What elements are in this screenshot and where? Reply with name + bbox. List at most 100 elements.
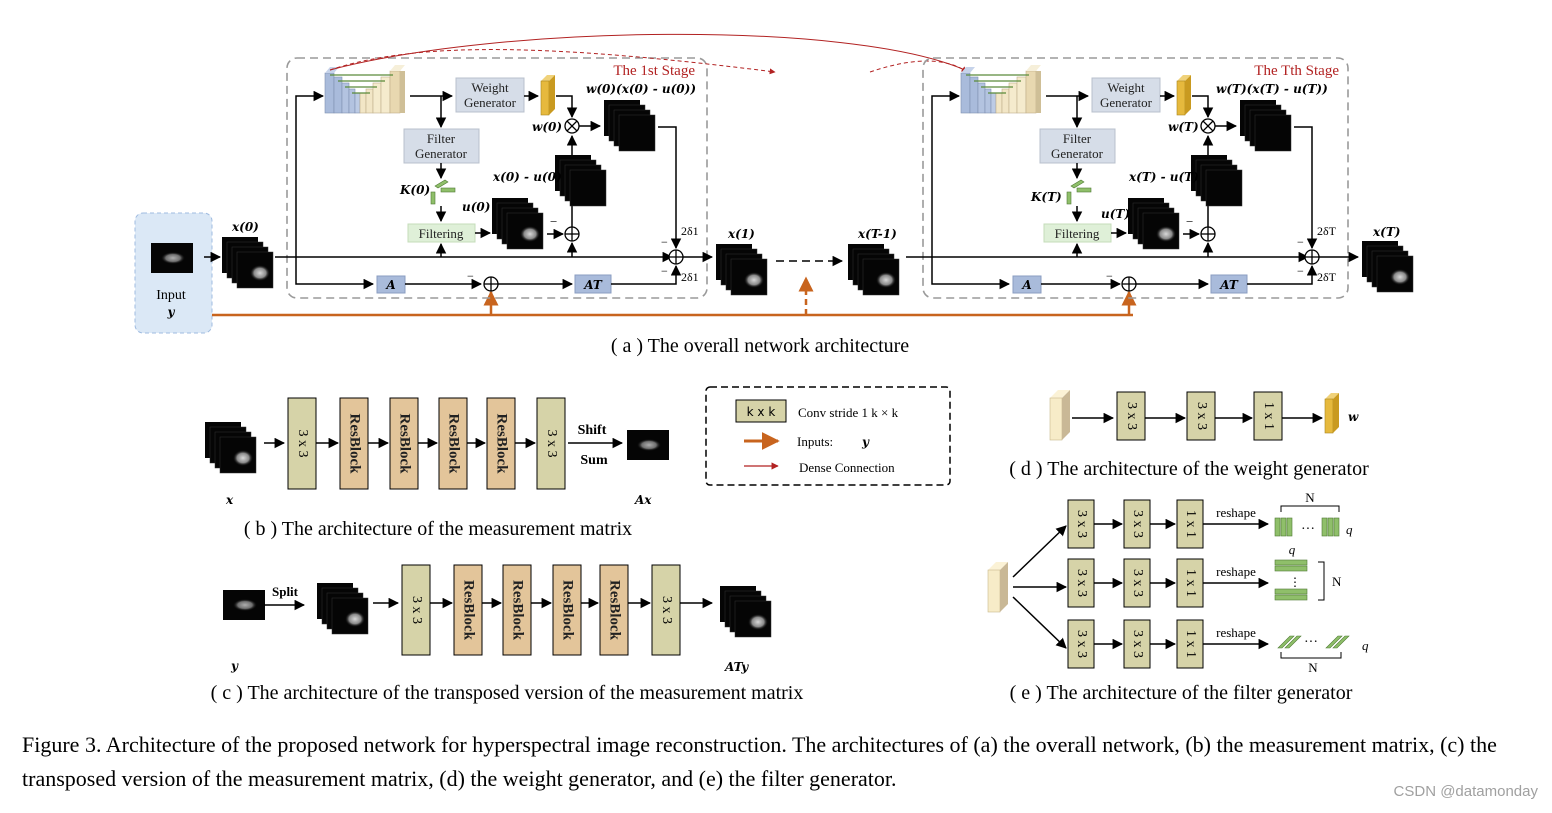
block-resblock: ResBlock [599,564,629,656]
svg-text:u(T): u(T) [1101,207,1130,221]
svg-text:···: ··· [1304,635,1318,650]
svg-text:3 x 3: 3 x 3 [409,596,424,624]
svg-text:−: − [1297,235,1304,249]
svg-text:2δ1: 2δ1 [681,224,699,238]
block-resblock: ResBlock [339,397,369,490]
block-conv: 3 x 3 [1067,499,1095,549]
svg-text:−: − [550,214,557,229]
block-conv: 3 x 3 [1067,558,1095,608]
svg-text:AT: AT [583,278,603,292]
svg-text:3 x 3: 3 x 3 [1130,510,1145,538]
panel-a-caption: ( a ) The overall network architecture [611,335,909,357]
svg-text:3 x 3: 3 x 3 [295,430,310,458]
architecture-figure: Input y x(0) The 1st Stage Weight Genera… [134,33,1552,704]
svg-text:AT: AT [1219,278,1239,292]
watermark: CSDN @datamonday [1393,783,1538,800]
svg-text:Generator: Generator [1051,146,1104,161]
block-conv: 3 x 3 [1186,391,1216,441]
legend: k x k Conv stride 1 k × k Inputs: y Dens… [705,386,951,486]
input-symbol: y [167,305,176,319]
svg-text:x(T-1): x(T-1) [857,227,897,241]
svg-text:3 x 3: 3 x 3 [1194,402,1209,430]
panel-a: Input y x(0) The 1st Stage Weight Genera… [134,33,1413,357]
svg-text:−: − [1106,269,1113,283]
block-resblock: ResBlock [552,564,582,656]
w-vector-icon [1324,392,1340,434]
stage-T-title: The Tth Stage [1254,63,1339,79]
svg-text:ResBlock: ResBlock [347,414,363,475]
reshape-label: reshape [1216,505,1256,520]
filter-output-1: ··· N q [1274,490,1353,537]
block-conv: 3 x 3 [1123,558,1151,608]
svg-text:x(0) - u(0): x(0) - u(0) [492,170,562,184]
filter-output-3: ··· N q [1277,635,1369,675]
svg-text:Shift: Shift [578,423,607,438]
xT-1-image-stack [848,244,899,295]
block-conv: 1 x 1 [1176,499,1204,549]
svg-text:ResBlock: ResBlock [560,580,576,641]
reshape-label: reshape [1216,564,1256,579]
panel-b-caption: ( b ) The architecture of the measuremen… [244,518,632,540]
legend-conv-swatch [735,399,787,423]
weight-generator-box [455,77,525,113]
svg-text:1 x 1: 1 x 1 [1183,510,1198,538]
svg-text:2δ1: 2δ1 [681,270,699,284]
svg-text:N: N [1332,574,1342,589]
svg-text:Generator: Generator [415,146,468,161]
svg-text:Filter: Filter [1063,131,1092,146]
weighted-diff-stack [603,99,656,152]
y-image [223,590,265,620]
panel-d-caption: ( d ) The architecture of the weight gen… [1009,458,1369,480]
x0-image-stack [222,237,273,288]
x0-label: x(0) [231,220,259,234]
svg-text:w(0): w(0) [532,120,562,134]
block-conv: 3 x 3 [287,397,317,490]
svg-text:N: N [1308,660,1318,675]
svg-text:···: ··· [1301,522,1315,537]
unet-icon [324,64,406,114]
svg-text:3 x 3: 3 x 3 [1130,569,1145,597]
filter-generator-box [403,128,480,164]
svg-text:Split: Split [272,584,299,599]
block-resblock: ResBlock [389,397,419,490]
svg-text:w(T)(x(T) - u(T)): w(T)(x(T) - u(T)) [1216,82,1328,96]
svg-text:Weight: Weight [471,80,509,95]
block-resblock: ResBlock [453,564,483,656]
split-stack [317,583,368,634]
svg-text:3 x 3: 3 x 3 [1074,569,1089,597]
input-label: Input [156,288,186,303]
svg-text:Generator: Generator [1100,95,1153,110]
xT-image-stack [1362,241,1413,292]
x-stack [205,422,256,473]
svg-text:K(T): K(T) [1030,190,1062,204]
svg-text:w(0)(x(0) - u(0)): w(0)(x(0) - u(0)) [586,82,696,96]
svg-text:Dense Connection: Dense Connection [799,460,895,475]
svg-text:Inputs:: Inputs: [797,434,833,449]
svg-text:1 x 1: 1 x 1 [1183,630,1198,658]
svg-text:Weight: Weight [1107,80,1145,95]
svg-text:3 x 3: 3 x 3 [659,596,674,624]
kernel-icon [430,179,456,205]
svg-text:Ax: Ax [634,493,652,507]
svg-text:3 x 3: 3 x 3 [1130,630,1145,658]
stage-1: The 1st Stage Weight Generator w(0) w(0)… [275,57,714,299]
feature-map-icon [987,561,1009,613]
x1-image-stack [716,244,767,295]
svg-text:A: A [385,278,395,292]
svg-text:−: − [661,264,668,278]
svg-text:1 x 1: 1 x 1 [1183,569,1198,597]
svg-text:−: − [467,269,474,283]
stage-T: The Tth Stage Weight Generator w(T) w(T)… [906,57,1360,299]
block-conv: 3 x 3 [1067,619,1095,669]
svg-text:3 x 3: 3 x 3 [544,430,559,458]
block-resblock: ResBlock [438,397,468,490]
svg-text:Sum: Sum [580,453,608,468]
svg-text:w(T): w(T) [1168,120,1199,134]
svg-text:K(0): K(0) [399,183,430,197]
svg-text:2δT: 2δT [1317,270,1337,284]
feature-map-icon [1049,389,1071,441]
block-conv: 3 x 3 [1123,619,1151,669]
svg-text:x: x [225,493,234,507]
